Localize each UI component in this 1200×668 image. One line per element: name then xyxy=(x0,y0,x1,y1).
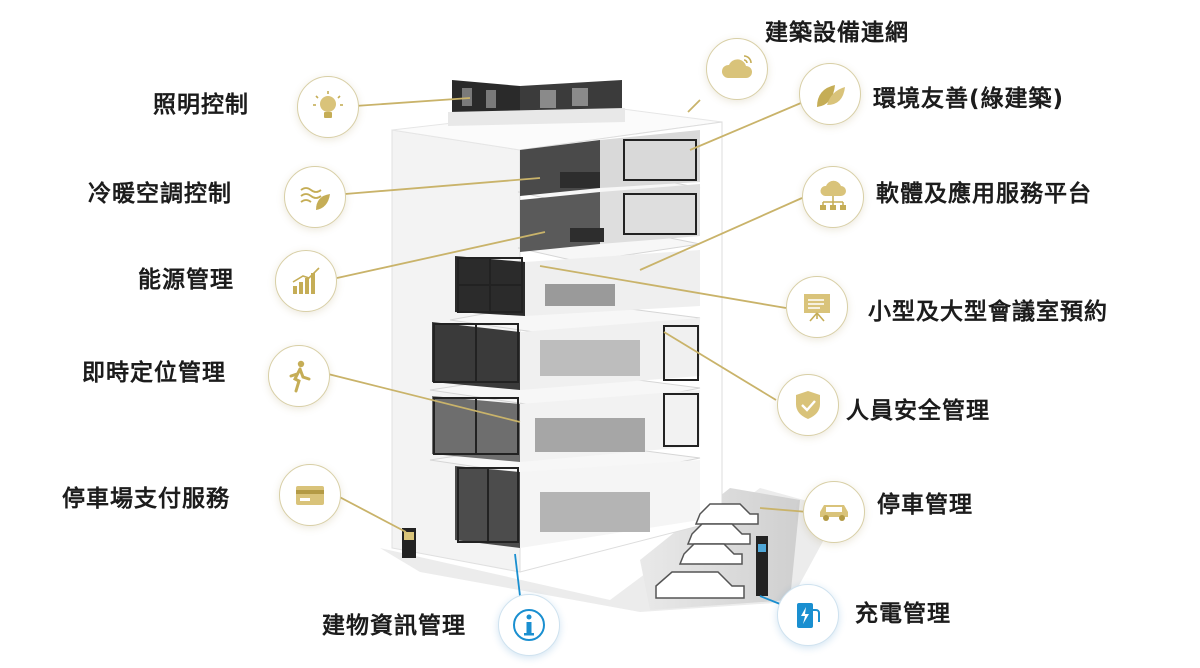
label-lighting-control: 照明控制 xyxy=(153,92,249,118)
label-charging-management: 充電管理 xyxy=(855,601,951,627)
meeting-booking-badge xyxy=(786,276,848,338)
label-meeting-booking: 小型及大型會議室預約 xyxy=(868,299,1108,325)
label-parking-payment: 停車場支付服務 xyxy=(62,486,230,512)
hvac-badge xyxy=(284,166,346,228)
leaf-icon xyxy=(817,85,845,107)
label-hvac-control: 冷暖空調控制 xyxy=(88,181,232,207)
label-building-info: 建物資訊管理 xyxy=(322,613,466,639)
air-leaf-icon xyxy=(300,187,330,210)
walking-person-icon xyxy=(289,360,311,393)
equipment-network-badge xyxy=(706,38,768,100)
shield-check-icon xyxy=(796,391,820,419)
energy-badge xyxy=(275,250,337,312)
green-building-badge xyxy=(799,63,861,125)
label-software-platform: 軟體及應用服務平台 xyxy=(876,181,1092,207)
parked-cars xyxy=(655,503,759,599)
charging-management-badge xyxy=(777,584,839,646)
ev-charger-icon xyxy=(797,603,820,628)
label-parking-management: 停車管理 xyxy=(877,492,973,518)
lightbulb-icon xyxy=(313,91,343,118)
label-green-building: 環境友善(綠建築) xyxy=(873,86,1065,112)
label-safety-management: 人員安全管理 xyxy=(846,398,990,424)
info-icon xyxy=(513,609,545,641)
parking-payment-badge xyxy=(279,464,341,526)
label-positioning-management: 即時定位管理 xyxy=(82,360,226,386)
presentation-board-icon xyxy=(804,294,830,322)
software-platform-badge xyxy=(802,166,864,228)
window-frames xyxy=(433,139,699,543)
credit-card-icon xyxy=(296,486,324,505)
label-equipment-network: 建築設備連網 xyxy=(765,20,909,46)
building-info-badge xyxy=(498,594,560,656)
cloud-icon xyxy=(721,55,752,78)
positioning-badge xyxy=(268,345,330,407)
cloud-network-icon xyxy=(820,180,846,210)
bar-chart-icon xyxy=(292,267,320,294)
connector-lines-blue xyxy=(514,553,781,605)
car-icon xyxy=(820,505,848,521)
lighting-badge xyxy=(297,76,359,138)
label-energy-management: 能源管理 xyxy=(138,267,234,293)
safety-badge xyxy=(777,374,839,436)
connector-lines xyxy=(327,97,809,533)
parking-management-badge xyxy=(803,481,865,543)
rooftop-box-side xyxy=(520,80,622,118)
